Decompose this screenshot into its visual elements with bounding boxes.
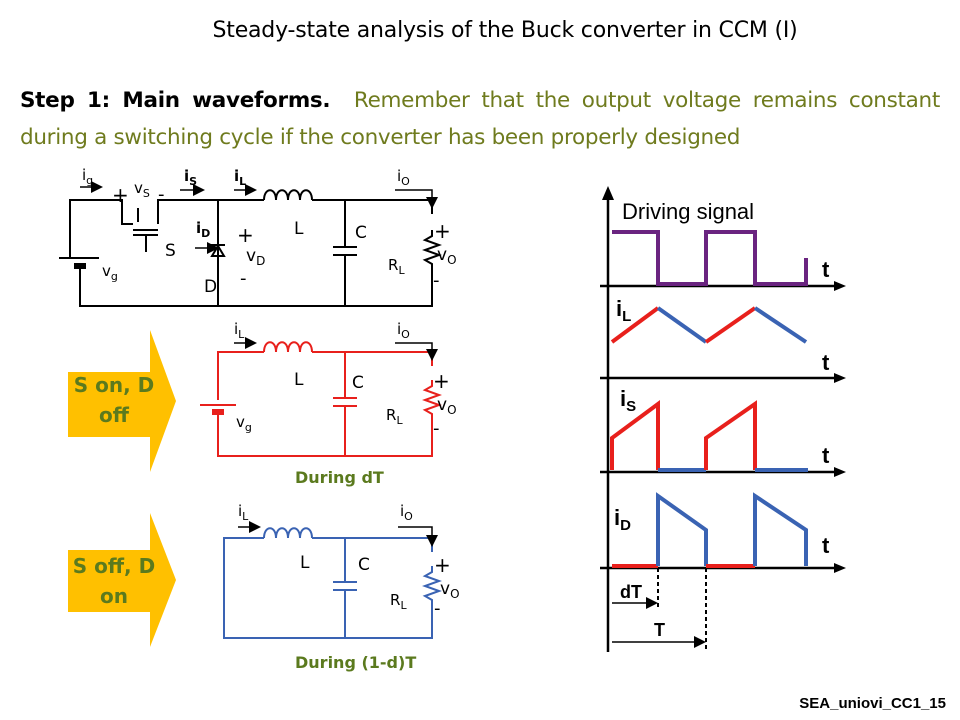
off-rl-label: RL — [390, 591, 407, 612]
slide-footer: SEA_uniovi_CC1_15 — [799, 695, 946, 712]
on-caption: During dT — [295, 468, 384, 487]
t-axis-label-3: t — [822, 443, 830, 468]
driving-signal-label: Driving signal — [622, 199, 754, 224]
is-label: iS — [184, 167, 197, 188]
dt-label: dT — [620, 582, 642, 602]
il-rise-1 — [610, 306, 660, 344]
off-capacitor-label: C — [358, 555, 370, 575]
on-vo-minus: - — [433, 418, 440, 439]
inductor-label: L — [294, 219, 304, 239]
id-pulse-2 — [753, 492, 808, 566]
id-waveform-label: iD — [614, 505, 631, 534]
driving-signal-waveform — [612, 230, 808, 286]
vd-label: vD — [246, 246, 265, 268]
switch-label: S — [165, 241, 176, 261]
il-label: iL — [234, 167, 246, 188]
vg-label: vg — [102, 262, 118, 283]
t-axis-label-1: t — [822, 257, 830, 282]
t-axis-label-2: t — [822, 350, 830, 375]
ig-label: ig — [82, 166, 93, 187]
off-inductor-label: L — [300, 553, 310, 573]
on-rl-label: RL — [386, 406, 403, 427]
on-il-label: iL — [234, 320, 245, 341]
on-capacitor-label: C — [352, 373, 364, 393]
rl-label: RL — [388, 256, 405, 277]
step-note: Remember that the output voltage remains… — [20, 88, 940, 150]
io-arrow — [395, 189, 438, 209]
off-il-label: iL — [238, 502, 249, 523]
t-axis-label-4: t — [822, 533, 830, 558]
on-inductor-label: L — [294, 370, 304, 390]
is-waveform-label: iS — [620, 386, 636, 415]
vo-plus: + — [434, 219, 451, 243]
vs-label: vS — [134, 179, 150, 200]
intro-paragraph: Step 1: Main waveforms. Remember that th… — [20, 82, 940, 156]
off-state-arrow — [68, 513, 176, 647]
il-fall-1 — [656, 306, 708, 344]
capacitor-label: C — [355, 223, 367, 243]
on-vo-label: vO — [437, 395, 457, 417]
is-pulse-1 — [610, 400, 660, 470]
vd-minus: - — [240, 268, 247, 289]
vs-minus: - — [158, 184, 165, 205]
il-rise-2 — [704, 306, 757, 344]
step-heading: Step 1: Main waveforms. — [20, 88, 331, 113]
io-label: iO — [397, 167, 410, 188]
off-vo-label: vO — [440, 579, 460, 601]
period-label: T — [654, 620, 665, 640]
off-state-circuit — [223, 527, 442, 639]
off-caption: During (1-d)T — [295, 653, 416, 672]
is-pulse-2 — [704, 400, 757, 470]
on-state-circuit — [200, 341, 442, 457]
on-state-label-line2: off — [99, 403, 130, 427]
diode-label: D — [204, 277, 217, 297]
il-waveform-label: iL — [616, 296, 631, 325]
on-vg-label: vg — [236, 413, 252, 434]
slide-title: Steady-state analysis of the Buck conver… — [212, 18, 798, 43]
vd-plus: + — [237, 223, 254, 247]
on-io-label: iO — [397, 320, 410, 341]
off-state-label-line2: on — [100, 584, 128, 608]
off-vo-minus: - — [434, 598, 441, 619]
on-state-arrow — [68, 330, 176, 472]
id-pulse-1 — [656, 492, 708, 566]
vo-minus: - — [433, 270, 440, 291]
on-state-label-line1: S on, D — [74, 373, 155, 397]
vo-label: vO — [437, 245, 457, 267]
off-state-label-line1: S off, D — [73, 554, 155, 578]
vs-plus: + — [112, 183, 129, 207]
il-fall-2 — [753, 306, 808, 344]
off-vo-plus: + — [434, 553, 451, 577]
on-vo-plus: + — [433, 369, 450, 393]
id-label: iD — [196, 219, 210, 240]
off-io-label: iO — [400, 502, 413, 523]
